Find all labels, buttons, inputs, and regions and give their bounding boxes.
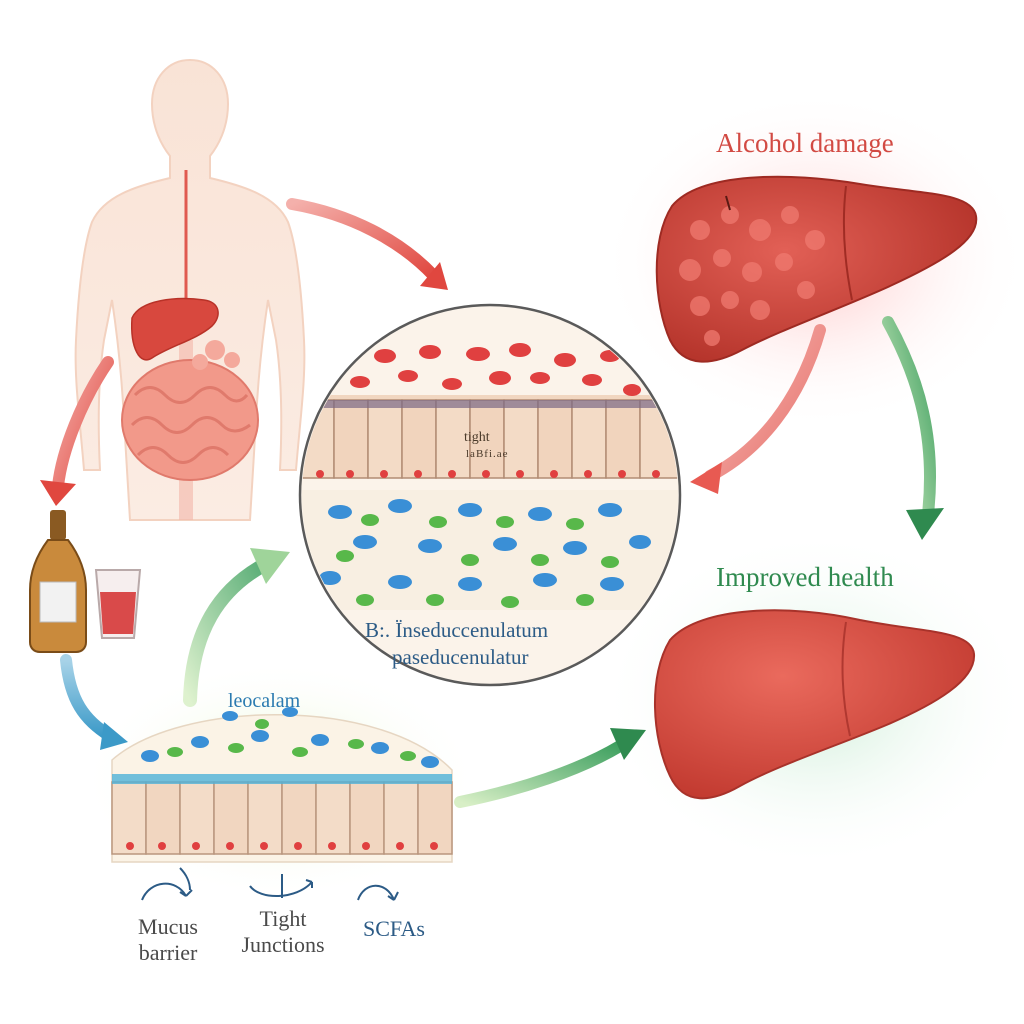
curl-arrow-icon [357, 884, 395, 901]
legend-scfa-line1: SCFAs [363, 916, 425, 941]
alcohol-damage-label: Alcohol damage [716, 128, 894, 158]
gut-red-microbes [126, 842, 438, 850]
legend-tight-line1: Tight [259, 906, 307, 931]
legend-mucus-line2: barrier [138, 940, 198, 965]
alcohol-bottle [29, 510, 87, 653]
gut-blue-microbes [141, 707, 439, 768]
legend-mucus-barrier: Mucus barrier [118, 914, 218, 966]
arrow-liver-to-circle [704, 324, 826, 482]
arrow-gut-to-health [454, 740, 626, 808]
gut-epithelium-cells [111, 781, 453, 855]
circle-caption-line2: paseducenulatur [392, 645, 529, 669]
healthy-liver [653, 609, 976, 800]
circle-green-microbes [336, 514, 619, 608]
gut-section-label: leocalam [228, 690, 301, 712]
circle-tight-sublabel: laBfi.ae [466, 448, 509, 460]
legend-mucus-line1: Mucus [138, 914, 198, 939]
arrows [40, 198, 944, 808]
circle-blue-microbes [319, 499, 651, 591]
wine-glass [94, 569, 142, 639]
arrow-body-to-bottle [52, 356, 114, 492]
arrow-damage-to-health [882, 316, 936, 520]
body-liver [131, 297, 219, 361]
circle-caption-line1: B:. Ïnseduccenulatum [365, 618, 549, 642]
curl-arrow-icon [141, 867, 191, 901]
legend-tight-junctions: Tight Junctions [226, 906, 340, 958]
damaged-liver [655, 175, 978, 363]
body-intestines [121, 340, 259, 481]
arrow-bottle-to-gut [60, 654, 116, 742]
gut-green-microbes [167, 719, 416, 761]
magnified-circle [298, 303, 682, 687]
curl-arrow-icon [249, 881, 313, 898]
liver-nodules [679, 206, 825, 346]
arrow-gut-to-circle [183, 559, 269, 707]
circle-epithelium-cells [302, 399, 678, 479]
improved-health-label: Improved health [716, 562, 894, 592]
circle-tight-label: tight [464, 430, 490, 445]
arrow-body-to-circle [286, 198, 440, 282]
legend-scfas: SCFAs [344, 916, 444, 942]
legend-icons [141, 867, 399, 901]
gut-wall-section [111, 707, 453, 863]
legend-tight-line2: Junctions [241, 932, 325, 957]
